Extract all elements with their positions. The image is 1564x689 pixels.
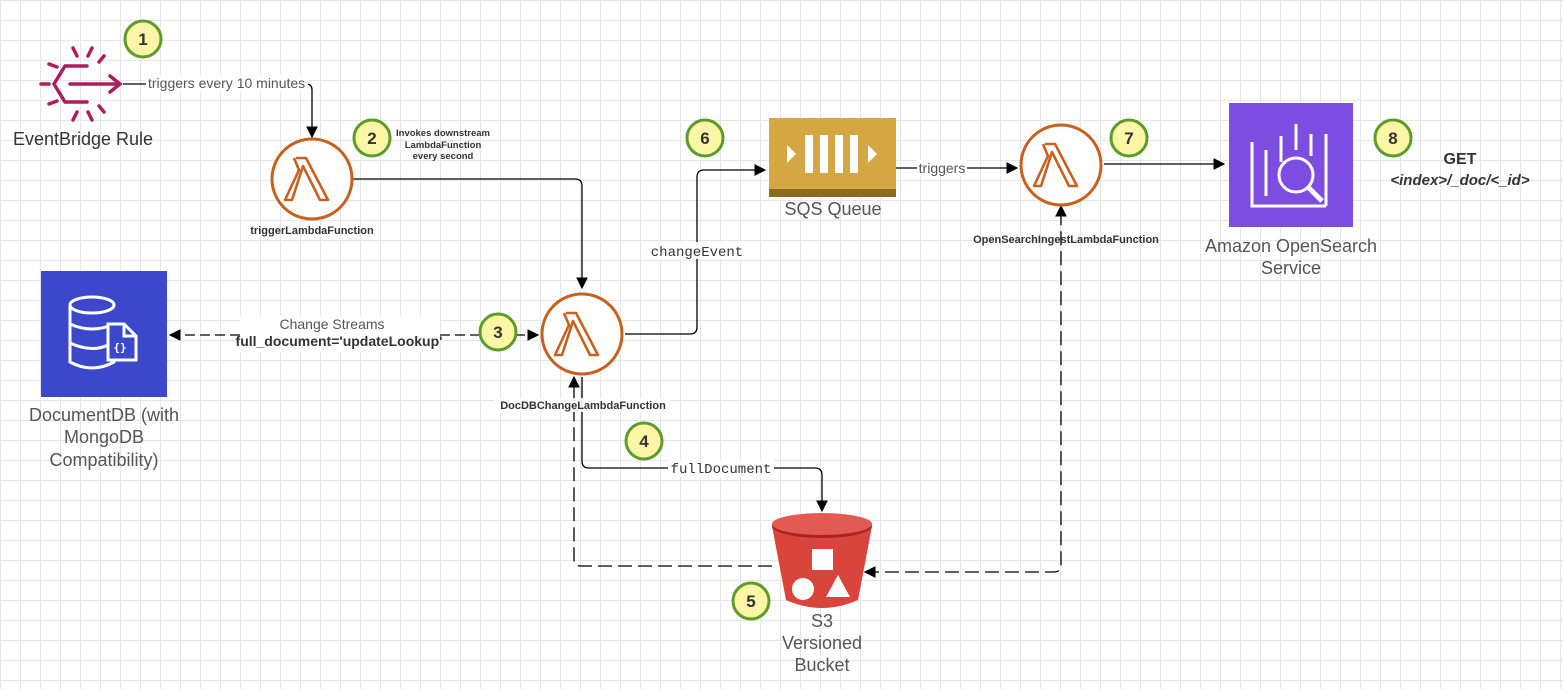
- documentdb-label-1: DocumentDB (with: [29, 405, 179, 425]
- step-badge-3: 3: [478, 312, 518, 352]
- edge-docdb-lambda-to-s3: [581, 377, 828, 513]
- edge-label-invokes-3: every second: [413, 151, 474, 162]
- svg-text:8: 8: [1388, 129, 1397, 148]
- query-path: <index>/_doc/<_id>: [1390, 172, 1529, 189]
- step-badge-5: 5: [731, 581, 771, 621]
- s3-label-1: S3: [811, 611, 833, 631]
- eventbridge-label: EventBridge Rule: [13, 129, 153, 149]
- edge-label-invokes-1: Invokes downstream: [396, 128, 490, 139]
- query-method: GET: [1444, 151, 1477, 168]
- step-badge-4: 4: [624, 421, 664, 461]
- edge-label-change-event: changeEvent: [651, 245, 743, 261]
- trigger-lambda-label: triggerLambdaFunction: [250, 225, 374, 237]
- lambda-icon: [540, 292, 624, 376]
- eventbridge-icon: [39, 46, 123, 122]
- edge-label-full-document-param: full_document='updateLookup': [236, 333, 443, 349]
- step-badge-8: 8: [1373, 118, 1413, 158]
- edge-ingest-lambda-s3: [863, 204, 1067, 578]
- edge-trigger-to-docdb-lambda: [353, 178, 588, 290]
- step-badge-2: 2: [352, 118, 392, 158]
- documentdb-label-3: Compatibility): [49, 450, 158, 470]
- svg-text:2: 2: [367, 129, 376, 148]
- step-badge-7: 7: [1109, 118, 1149, 158]
- opensearch-label-1: Amazon OpenSearch: [1205, 236, 1377, 256]
- edge-label-triggers-every: triggers every 10 minutes: [148, 75, 305, 91]
- s3-label-3: Bucket: [794, 655, 849, 675]
- edge-label-invokes-2: LambdaFunction: [405, 140, 482, 151]
- documentdb-icon: {}: [41, 271, 167, 397]
- edge-label-full-document: fullDocument: [671, 462, 772, 478]
- svg-text:4: 4: [639, 432, 649, 451]
- documentdb-label-2: MongoDB: [64, 427, 144, 447]
- s3-label-2: Versioned: [782, 633, 862, 653]
- edge-label-change-streams: Change Streams: [279, 316, 384, 332]
- svg-text:6: 6: [700, 129, 709, 148]
- s3-bucket-icon: [772, 513, 872, 608]
- step-badge-6: 6: [685, 118, 725, 158]
- svg-text:{}: {}: [113, 341, 126, 354]
- step-badges: 1 2 3 4 5 6 7 8: [123, 19, 1413, 621]
- opensearch-icon: [1229, 103, 1353, 227]
- svg-text:1: 1: [138, 30, 147, 49]
- edge-s3-to-docdb-lambda: [568, 375, 772, 567]
- svg-text:7: 7: [1124, 129, 1133, 148]
- opensearch-label-2: Service: [1261, 258, 1321, 278]
- lambda-icon: [1019, 123, 1103, 207]
- sqs-queue-icon: [769, 118, 896, 197]
- svg-text:3: 3: [493, 323, 502, 342]
- opensearch-ingest-lambda-label: OpenSearchIngestLambdaFunction: [973, 234, 1159, 246]
- step-badge-1: 1: [123, 19, 163, 59]
- edge-label-sqs-triggers: triggers: [919, 160, 966, 176]
- svg-text:5: 5: [746, 592, 755, 611]
- sqs-label: SQS Queue: [784, 199, 881, 219]
- lambda-icon: [270, 137, 354, 221]
- docdb-change-lambda-label: DocDBChangeLambdaFunction: [500, 400, 666, 412]
